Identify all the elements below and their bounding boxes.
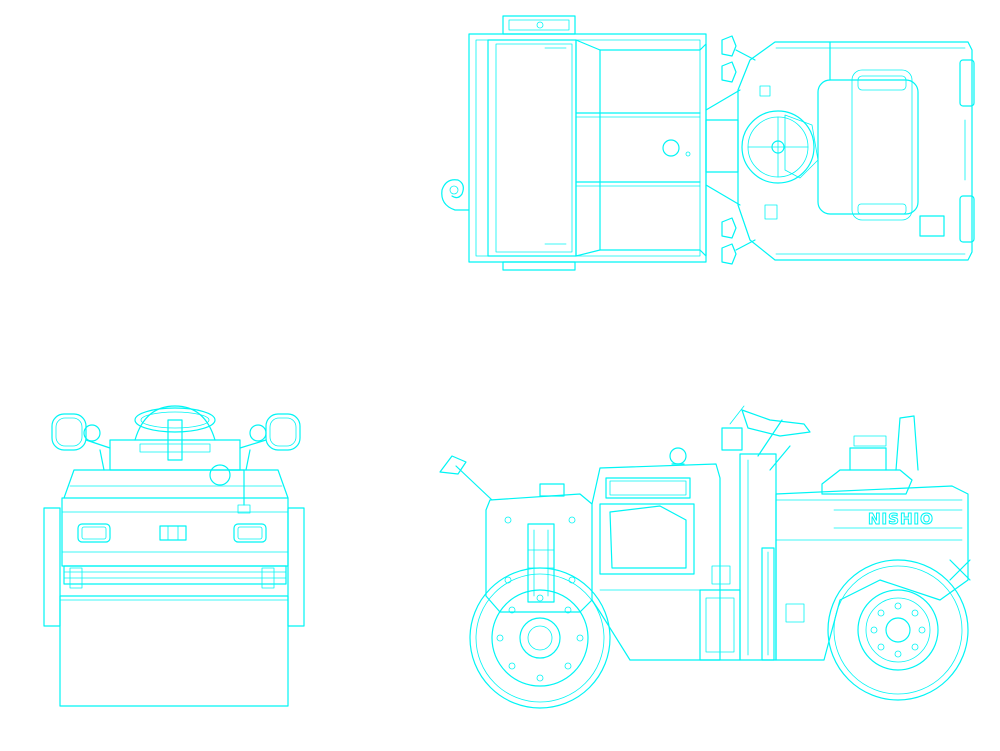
brand-label: NISHIO	[868, 510, 934, 528]
front-view	[44, 406, 304, 706]
top-view	[442, 16, 974, 270]
side-view: NISHIO	[440, 406, 970, 708]
